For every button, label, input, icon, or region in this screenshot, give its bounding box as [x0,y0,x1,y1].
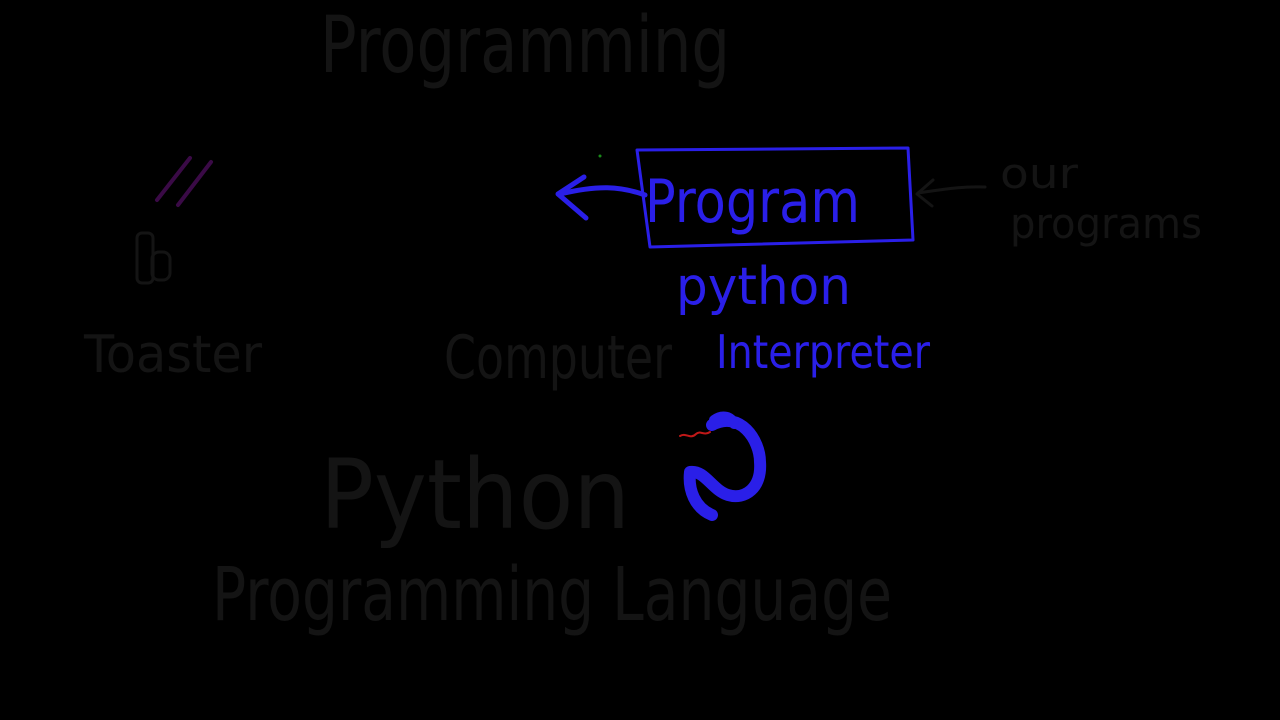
arrow-program-to-computer [555,154,648,221]
arrow-our-programs-to-program [915,178,987,208]
toaster-icon [135,156,213,285]
program-box [635,146,915,249]
python-label: Python [320,439,630,551]
our-programs-line1: our [1000,149,1079,198]
title-programming: Programming [320,1,730,91]
interpreter-line2: Interpreter [716,325,930,379]
interpreter-line1: python [676,257,851,317]
toaster-label: Toaster [83,325,263,385]
program-label: Program [645,167,860,237]
computer-label: Computer [444,323,672,393]
programming-language-label: Programming Language [212,552,892,638]
our-programs-line2: programs [1010,199,1202,248]
snake-icon [679,411,767,521]
